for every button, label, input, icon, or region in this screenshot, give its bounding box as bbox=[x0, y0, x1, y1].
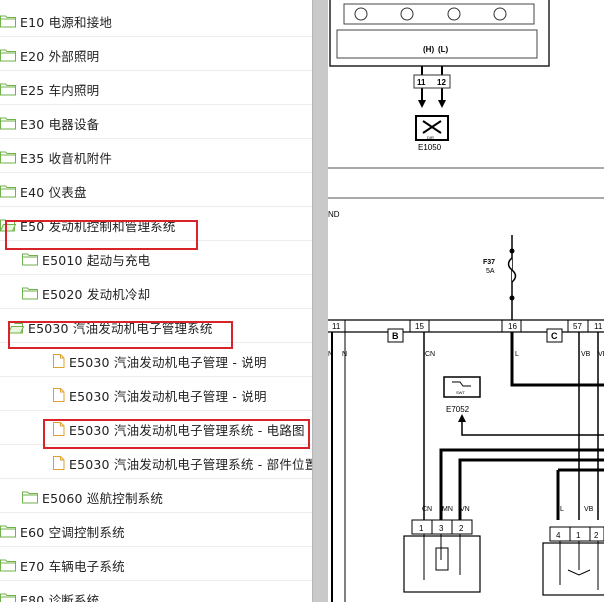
connector-c: C bbox=[551, 331, 558, 341]
tree-item-label: E10 电源和接地 bbox=[20, 15, 113, 30]
wire-color-l: L bbox=[515, 351, 519, 358]
wiring-diagram[interactable]: (H) (L) 11 12 DIR E1050 ND F37 5A 1 bbox=[328, 0, 604, 602]
tree-item[interactable]: E40 仪表盘 bbox=[0, 174, 312, 207]
component-e1050-label: E1050 bbox=[418, 143, 442, 152]
svg-text:1: 1 bbox=[576, 531, 581, 540]
tree-item-label: E80 诊断系统 bbox=[20, 593, 100, 602]
folder-closed-icon bbox=[22, 285, 38, 304]
document-icon bbox=[52, 421, 65, 440]
svg-text:N: N bbox=[342, 351, 347, 358]
pin-label-h: (H) bbox=[423, 45, 434, 54]
tree-item[interactable]: E5010 起动与充电 bbox=[0, 242, 312, 275]
svg-text:2: 2 bbox=[594, 531, 599, 540]
svg-text:DIR: DIR bbox=[427, 135, 434, 140]
tree-item-label: E60 空调控制系统 bbox=[20, 525, 125, 540]
highlight-box bbox=[8, 321, 233, 349]
highlight-box bbox=[5, 220, 198, 250]
navigation-tree: E10 电源和接地 E20 外部照明 E25 车内照明 E30 电器设备 E35 收音机… bbox=[0, 4, 312, 602]
svg-text:1: 1 bbox=[419, 524, 424, 533]
document-icon bbox=[52, 455, 65, 474]
folder-closed-icon bbox=[0, 13, 16, 32]
relay-component-left bbox=[403, 535, 481, 593]
folder-closed-icon bbox=[22, 489, 38, 508]
tree-item-label: E5030 汽油发动机电子管理 - 说明 bbox=[69, 355, 267, 370]
relay-component-right bbox=[542, 542, 604, 596]
tree-item-label: E30 电器设备 bbox=[20, 117, 100, 132]
fuse-f37 bbox=[507, 257, 517, 283]
folder-closed-icon bbox=[22, 251, 38, 270]
tree-item-label: E5010 起动与充电 bbox=[42, 253, 151, 268]
svg-text:CN: CN bbox=[422, 506, 432, 513]
tree-item[interactable]: E5030 汽油发动机电子管理 - 说明 bbox=[0, 378, 312, 411]
tree-item[interactable]: E35 收音机附件 bbox=[0, 140, 312, 173]
folder-closed-icon bbox=[0, 47, 16, 66]
svg-text:N: N bbox=[328, 351, 333, 358]
tree-item-label: E40 仪表盘 bbox=[20, 185, 87, 200]
svg-text:VB: VB bbox=[598, 351, 604, 358]
splitter-bar[interactable] bbox=[312, 0, 328, 602]
tree-item-label: E5020 发动机冷却 bbox=[42, 287, 151, 302]
wire-pin-12: 12 bbox=[437, 78, 446, 87]
tree-item[interactable]: E5020 发动机冷却 bbox=[0, 276, 312, 309]
tree-item-label: E5030 汽油发动机电子管理 - 说明 bbox=[69, 389, 267, 404]
tree-item[interactable]: E60 空调控制系统 bbox=[0, 514, 312, 547]
folder-closed-icon bbox=[0, 115, 16, 134]
folder-closed-icon bbox=[0, 591, 16, 602]
tree-item-label: E5030 汽油发动机电子管理系统 bbox=[28, 321, 213, 336]
folder-closed-icon bbox=[0, 183, 16, 202]
svg-text:VB: VB bbox=[584, 506, 594, 513]
tree-item-label: E25 车内照明 bbox=[20, 83, 100, 98]
svg-text:L: L bbox=[560, 506, 564, 513]
tree-item[interactable]: E5030 汽油发动机电子管理 - 说明 bbox=[0, 344, 312, 377]
tree-item-label: E20 外部照明 bbox=[20, 49, 100, 64]
pin-label-l: (L) bbox=[438, 45, 449, 54]
fuse-label: F37 bbox=[483, 259, 495, 266]
svg-text:MN: MN bbox=[442, 506, 453, 513]
tree-item[interactable]: E70 车辆电子系统 bbox=[0, 548, 312, 581]
tree-item[interactable]: E5060 巡航控制系统 bbox=[0, 480, 312, 513]
tree-item[interactable]: E20 外部照明 bbox=[0, 38, 312, 71]
svg-text:3: 3 bbox=[439, 524, 444, 533]
tree-item[interactable]: E30 电器设备 bbox=[0, 106, 312, 139]
wire-color-cn: CN bbox=[425, 351, 435, 358]
conn-pin-11a: 11 bbox=[332, 322, 341, 331]
tree-item-label: E5030 汽油发动机电子管理系统 - 部件位置 bbox=[69, 457, 312, 472]
tree-item[interactable]: E5030 汽油发动机电子管理系统 - 部件位置 bbox=[0, 446, 312, 479]
tree-item-label: E5060 巡航控制系统 bbox=[42, 491, 164, 506]
folder-closed-icon bbox=[0, 523, 16, 542]
connector-b: B bbox=[392, 331, 399, 341]
tree-item[interactable]: E50 发动机控制和管理系统 bbox=[0, 208, 312, 241]
conn-pin-11b: 11 bbox=[594, 322, 603, 331]
tree-item[interactable]: E80 诊断系统 bbox=[0, 582, 312, 602]
tree-item-label: E35 收音机附件 bbox=[20, 151, 113, 166]
document-icon bbox=[52, 387, 65, 406]
svg-text:VN: VN bbox=[460, 506, 470, 513]
tree-item[interactable]: E25 车内照明 bbox=[0, 72, 312, 105]
partial-label: ND bbox=[328, 210, 340, 219]
component-e7052-label: E7052 bbox=[446, 405, 470, 414]
module-box bbox=[329, 0, 550, 67]
svg-text:4: 4 bbox=[556, 531, 561, 540]
svg-text:2: 2 bbox=[459, 524, 464, 533]
tree-item-label: E5030 汽油发动机电子管理系统 - 电路图 bbox=[69, 423, 305, 438]
tree-item-label: E70 车辆电子系统 bbox=[20, 559, 125, 574]
folder-closed-icon bbox=[0, 81, 16, 100]
fuse-rating: 5A bbox=[486, 268, 495, 275]
conn-pin-15: 15 bbox=[415, 322, 424, 331]
wire-pin-11: 11 bbox=[417, 78, 426, 87]
conn-pin-57: 57 bbox=[573, 322, 582, 331]
svg-text:SWT: SWT bbox=[456, 390, 465, 395]
wiring-diagram-svg: (H) (L) 11 12 DIR E1050 ND F37 5A 1 bbox=[328, 0, 604, 602]
conn-pin-16: 16 bbox=[508, 322, 517, 331]
tree-item[interactable]: E10 电源和接地 bbox=[0, 4, 312, 37]
tree-item-label: E50 发动机控制和管理系统 bbox=[20, 219, 176, 234]
document-icon bbox=[52, 353, 65, 372]
tree-item[interactable]: E5030 汽油发动机电子管理系统 - 电路图 bbox=[0, 412, 312, 445]
folder-closed-icon bbox=[0, 557, 16, 576]
highlight-box bbox=[43, 419, 310, 449]
wire-color-vb: VB bbox=[581, 351, 591, 358]
folder-closed-icon bbox=[0, 149, 16, 168]
